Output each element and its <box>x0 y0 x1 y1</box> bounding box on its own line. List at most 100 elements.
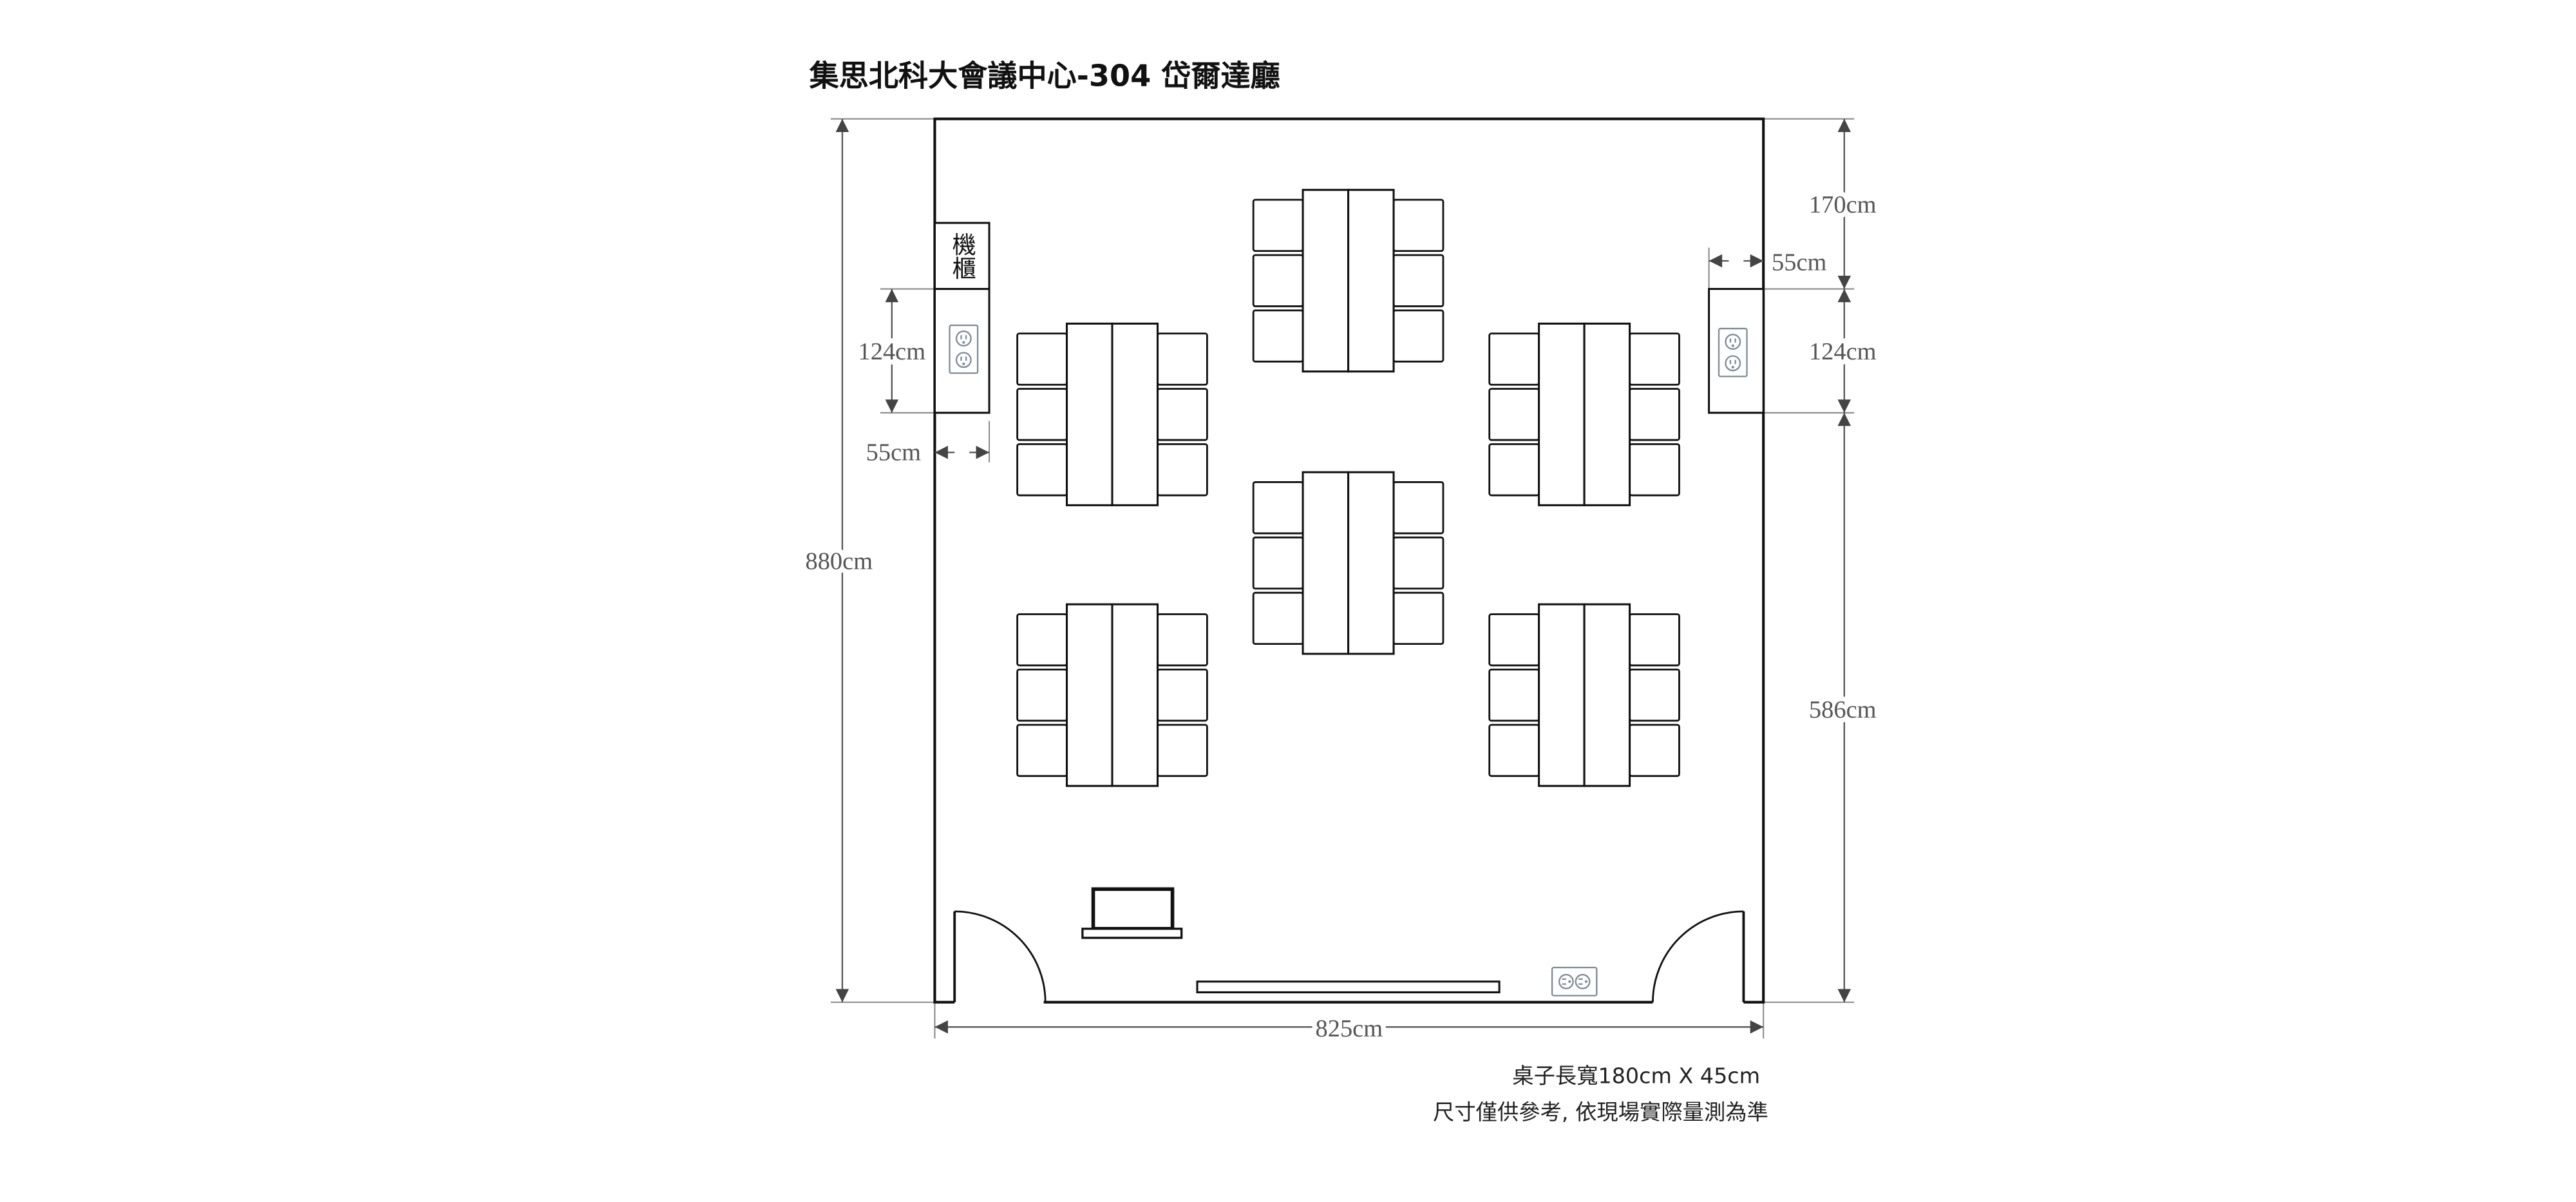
dimension-880: 880cm <box>800 119 878 1002</box>
dimension-right-586: 586cm <box>1804 412 1881 1002</box>
chair <box>1629 443 1680 497</box>
chair <box>1629 668 1680 722</box>
outlet-ground <box>962 362 965 365</box>
chair <box>1629 332 1680 386</box>
table <box>1065 322 1113 506</box>
chair <box>1157 443 1208 497</box>
dimension-label: 55cm <box>1772 249 1826 276</box>
table <box>1065 603 1113 787</box>
outlet-socket <box>955 330 972 347</box>
outlet-ground <box>1568 980 1571 983</box>
left-door <box>953 910 1046 1002</box>
outlet-icon <box>1551 966 1598 997</box>
outlet-ground <box>1731 344 1734 347</box>
dimension-right-124: 124cm <box>1804 289 1881 413</box>
disclaimer-note: 尺寸僅供參考, 依現場實際量測為準 <box>1433 1100 1768 1125</box>
outlet-ground <box>1731 366 1734 369</box>
podium-body <box>1091 887 1175 931</box>
table <box>1111 322 1159 506</box>
chair <box>1488 443 1540 497</box>
chair <box>1016 668 1068 722</box>
table <box>1302 471 1350 655</box>
chair <box>1488 668 1540 722</box>
chair <box>1252 309 1304 363</box>
outlet-socket <box>1725 355 1741 372</box>
dimension-label: 825cm <box>1316 1015 1383 1042</box>
chair <box>1016 613 1068 667</box>
table-size-note: 桌子長寬180cm X 45cm <box>1512 1063 1760 1088</box>
table <box>1538 322 1586 506</box>
table-group <box>1252 471 1444 655</box>
chair <box>1016 443 1068 497</box>
chair <box>1157 388 1208 441</box>
table-group <box>1016 322 1208 506</box>
outlet-socket <box>1725 334 1741 350</box>
chair <box>1252 198 1304 253</box>
furniture-layer <box>1016 189 1680 787</box>
dimension-825: 825cm <box>934 1010 1764 1047</box>
table <box>1538 603 1586 787</box>
chair <box>1629 723 1680 777</box>
chair <box>1252 481 1304 535</box>
page-title: 集思北科大會議中心-304 岱爾達廳 <box>809 58 1280 93</box>
chair <box>1252 591 1304 645</box>
chair <box>1392 198 1444 253</box>
dimension-right-55: 55cm <box>1709 244 1832 281</box>
right-door <box>1652 910 1745 1002</box>
chair <box>1488 723 1540 777</box>
chair <box>1392 254 1444 307</box>
chair <box>1016 388 1068 441</box>
chair <box>1629 388 1680 441</box>
table <box>1347 189 1395 373</box>
table-group <box>1488 603 1680 787</box>
chair <box>1157 332 1208 386</box>
dimension-label: 124cm <box>858 338 926 365</box>
outlet-icon <box>1718 327 1748 377</box>
dimension-label: 55cm <box>866 439 921 466</box>
podium-base <box>1081 928 1183 939</box>
door-swing-icon <box>1652 910 1744 1002</box>
dimension-right-170: 170cm <box>1804 119 1881 289</box>
chair <box>1392 481 1444 535</box>
chair <box>1392 591 1444 645</box>
dimension-label: 586cm <box>1809 696 1877 723</box>
whiteboard <box>1196 980 1501 994</box>
table-group <box>1488 322 1680 506</box>
outlet-icon <box>949 324 979 374</box>
door-swing-icon <box>954 910 1046 1002</box>
table <box>1583 603 1631 787</box>
chair <box>1016 723 1068 777</box>
table-group <box>1016 603 1208 787</box>
podium-icon <box>1081 887 1183 939</box>
chair <box>1157 613 1208 667</box>
outlet-ground <box>962 341 965 344</box>
outlet-socket <box>955 352 972 368</box>
table <box>1111 603 1159 787</box>
cabinet-label: 機櫃 <box>948 232 976 280</box>
dimension-left-55: 55cm <box>861 434 990 471</box>
table <box>1347 471 1395 655</box>
chair <box>1392 536 1444 590</box>
room-walls <box>933 117 1765 1004</box>
cabinet-box <box>933 222 990 414</box>
chair <box>1488 613 1540 667</box>
outer-wall <box>933 117 1765 1004</box>
table <box>1583 322 1631 506</box>
dimension-label: 170cm <box>1809 191 1877 218</box>
outlet-ground <box>1584 980 1587 983</box>
chair <box>1157 723 1208 777</box>
chair <box>1488 388 1540 441</box>
outlet-socket <box>1558 973 1574 989</box>
chair <box>1629 613 1680 667</box>
table <box>1302 189 1350 373</box>
chair <box>1488 332 1540 386</box>
table-group <box>1252 189 1444 373</box>
equipment-cabinet: 機櫃 <box>933 222 990 414</box>
outlet-socket <box>1575 973 1591 989</box>
chair <box>1157 668 1208 722</box>
dimension-left-124: 124cm <box>853 289 931 413</box>
chair <box>1252 254 1304 307</box>
chair <box>1392 309 1444 363</box>
chair <box>1016 332 1068 386</box>
